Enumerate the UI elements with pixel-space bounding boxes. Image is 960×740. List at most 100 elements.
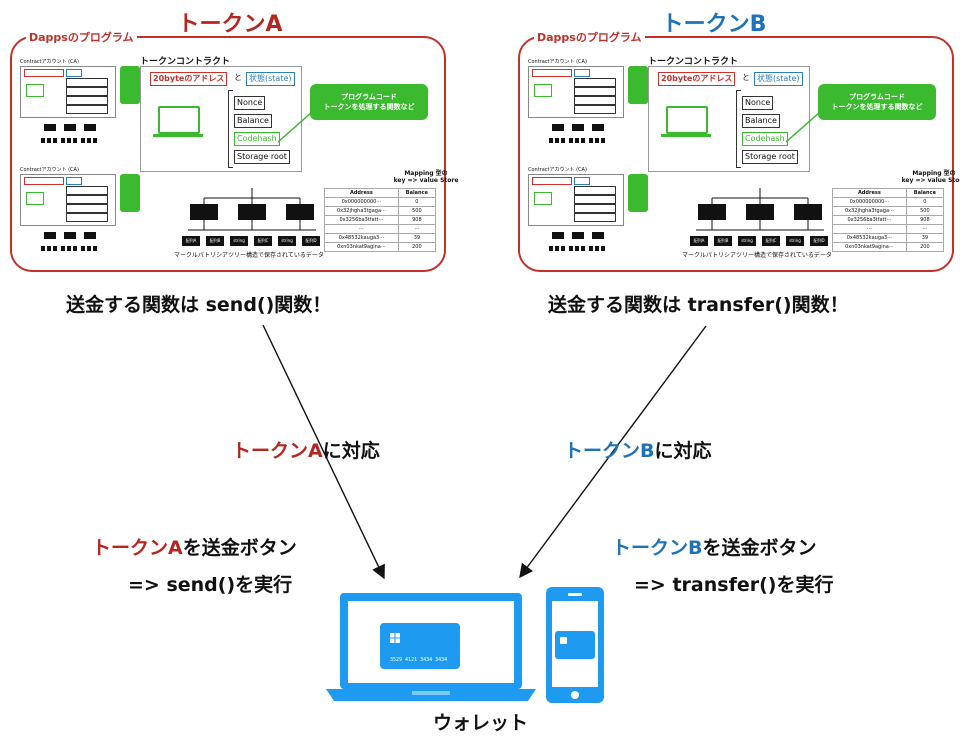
mini-tree-leaf xyxy=(555,138,559,143)
mini-tree-node xyxy=(44,232,56,239)
balance-cell: 908 xyxy=(905,215,945,225)
mini-tree-node xyxy=(84,124,96,131)
mini-tree-leaf xyxy=(581,138,585,143)
mini-tree-node xyxy=(44,124,56,131)
tree-leaf: 配列C xyxy=(254,236,272,246)
mini-field xyxy=(574,96,616,105)
laptop-icon xyxy=(158,106,200,134)
field-bracket xyxy=(736,90,741,168)
mini-field xyxy=(66,105,108,114)
mini-tree-node xyxy=(64,124,76,131)
mini-tree-leaf xyxy=(81,246,85,251)
wallet-label: ウォレット xyxy=(433,712,529,734)
dapps-program-label: Dappsのプログラム xyxy=(26,29,137,45)
mini-tree-leaf xyxy=(53,138,57,143)
tree-leaf: string xyxy=(230,236,248,246)
address-cell: 0x3256ba3tfatt··· xyxy=(832,215,907,225)
merkle-tree xyxy=(188,188,316,231)
mini-field xyxy=(66,195,108,204)
token-a-execute-text: => send()を実行 xyxy=(128,574,293,596)
laptop-icon xyxy=(26,84,44,97)
mini-tree-node xyxy=(84,232,96,239)
mini-tree-node xyxy=(592,232,604,239)
bubble-line-2: トークンを処理する関数など xyxy=(831,103,923,111)
mini-state-tag xyxy=(66,69,82,77)
mini-tree-leaf xyxy=(41,246,45,251)
dapps-program-label: Dappsのプログラム xyxy=(534,29,645,45)
table-row: 0x32jhgha3tgaga···500 xyxy=(832,206,945,216)
codehash-field: Codehash xyxy=(742,132,788,146)
balance-cell: 908 xyxy=(397,215,437,225)
field-bracket xyxy=(228,90,233,168)
balance-cell: ··· xyxy=(905,224,945,234)
balance-field: Balance xyxy=(234,114,272,128)
mini-tree-node xyxy=(552,124,564,131)
laptop-base xyxy=(153,134,203,137)
mini-field xyxy=(574,195,616,204)
mapping-title-line-1: Mapping 型の xyxy=(404,170,448,177)
mini-field xyxy=(66,96,108,105)
token-b-correspond-highlight: トークンB xyxy=(564,440,655,462)
token-contract-title: トークンコントラクト xyxy=(648,57,739,67)
token-b-button-rest: を送金ボタン xyxy=(702,537,817,559)
mini-state-tag xyxy=(574,177,590,185)
token-b-send-function-text: 送金する関数は transfer()関数！ xyxy=(548,294,849,316)
mini-tree-node xyxy=(592,124,604,131)
balance-cell: 0 xyxy=(397,197,437,207)
mapping-title-line-2: key => value Store xyxy=(393,177,459,184)
mini-state-tag xyxy=(66,177,82,185)
address-tag: 20byteのアドレス xyxy=(150,72,228,86)
mini-tree-leaf xyxy=(595,138,599,143)
mini-tree-leaf xyxy=(561,246,565,251)
token-a-correspond-highlight: トークンA xyxy=(232,440,323,462)
address-cell: 0x32jhgha3tgaga··· xyxy=(832,206,907,216)
mini-tree-leaf xyxy=(595,246,599,251)
laptop-base xyxy=(661,134,711,137)
state-tag: 状態(state) xyxy=(754,72,803,86)
program-code-bubble: プログラムコードトークンを処理する関数など xyxy=(818,84,936,120)
bubble-connector xyxy=(786,111,821,143)
address-cell: 0x3256ba3tfatt··· xyxy=(324,215,399,225)
mini-tree-node xyxy=(572,232,584,239)
address-cell: 0xn03nkat9agina··· xyxy=(832,242,907,252)
mini-tree-leaf xyxy=(41,138,45,143)
mini-address-tag xyxy=(24,69,64,77)
table-header: Balance xyxy=(905,188,945,198)
and-text: と xyxy=(234,73,242,82)
table-header: Address xyxy=(832,188,907,198)
token-a-button-rest: を送金ボタン xyxy=(182,537,297,559)
address-cell: 0x48532kauga3··· xyxy=(832,233,907,243)
table-row: 0x3256ba3tfatt···908 xyxy=(832,215,945,225)
mini-tree-node xyxy=(64,232,76,239)
tree-caption: マークルパトリシアツリー構造で保存されているデータ xyxy=(174,252,324,259)
tree-leaf: string xyxy=(278,236,296,246)
tree-caption: マークルパトリシアツリー構造で保存されているデータ xyxy=(682,252,832,259)
svg-text:3529 4121 3434 3434: 3529 4121 3434 3434 xyxy=(390,657,447,663)
merkle-tree xyxy=(696,188,824,231)
state-tag: 状態(state) xyxy=(246,72,295,86)
mini-tree-leaf xyxy=(575,138,579,143)
mini-tree-leaf xyxy=(61,138,65,143)
address-cell: ··· xyxy=(832,224,907,234)
mini-tree-leaf xyxy=(87,246,91,251)
mini-tree-node xyxy=(572,124,584,131)
mini-tree-leaf xyxy=(549,246,553,251)
laptop-icon: 3529 4121 3434 3434 xyxy=(326,593,536,701)
balance-field: Balance xyxy=(742,114,780,128)
mini-tree-leaf xyxy=(81,138,85,143)
mini-tree-leaf xyxy=(589,246,593,251)
mapping-title-line-2: key => value Store xyxy=(901,177,960,184)
token-b-execute-text: => transfer()を実行 xyxy=(634,574,834,596)
mini-field xyxy=(574,204,616,213)
mini-ca-label: Contractアカウント (CA) xyxy=(528,167,587,173)
table-row: ······ xyxy=(832,224,945,234)
tree-leaf: 配列A xyxy=(182,236,200,246)
mini-program-code-bubble xyxy=(120,174,140,212)
balance-cell: 39 xyxy=(397,233,437,243)
balance-cell: 39 xyxy=(905,233,945,243)
tree-leaf: 配列B xyxy=(206,236,224,246)
table-row: 0x000000000···0 xyxy=(324,197,437,207)
mini-field xyxy=(574,213,616,222)
